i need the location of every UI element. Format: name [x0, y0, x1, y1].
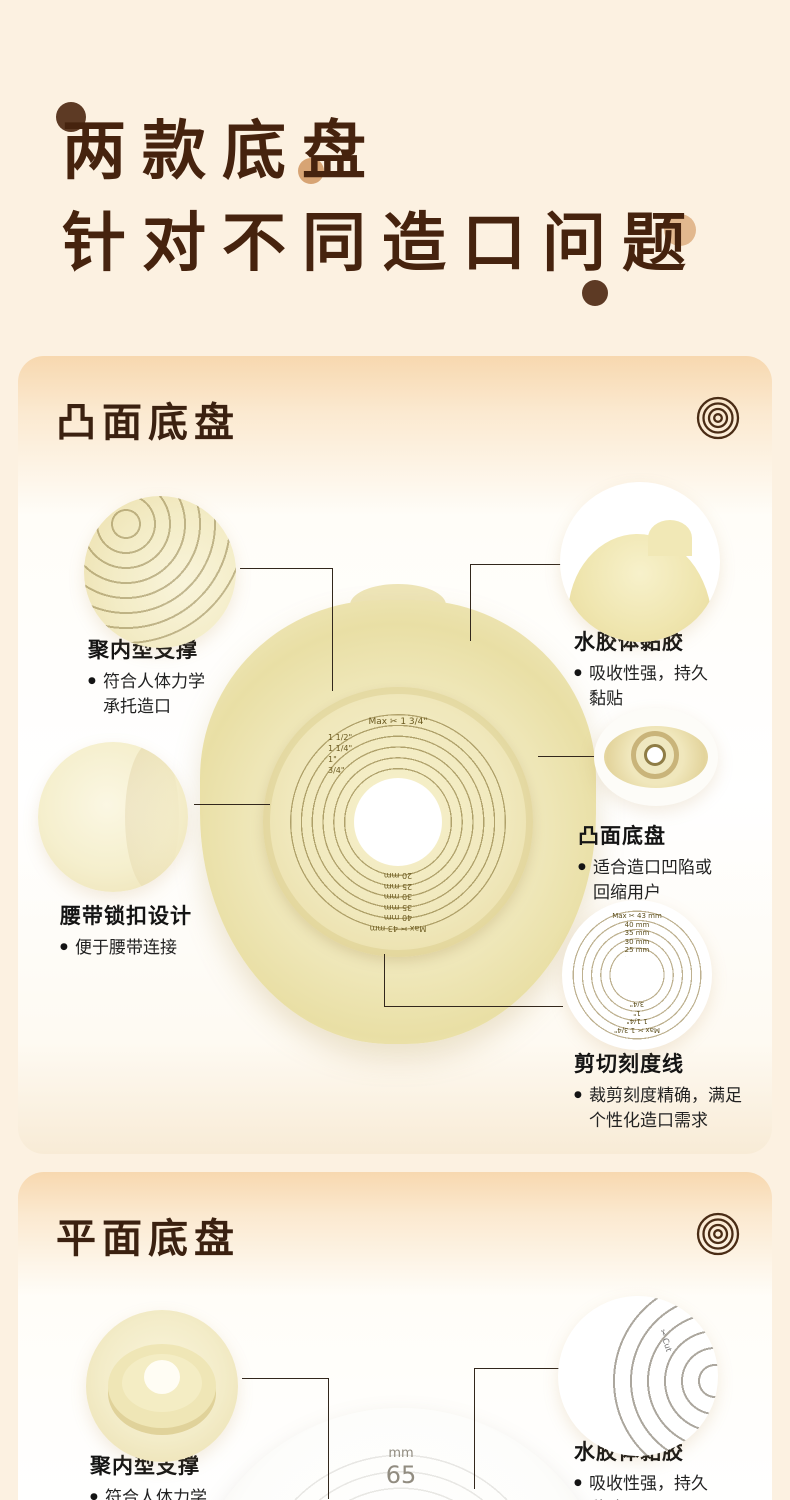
connector-line — [538, 756, 596, 757]
decor-dot — [582, 280, 608, 306]
hydrocolloid-photo — [560, 482, 720, 642]
feature-label: 剪切刻度线 — [574, 1052, 684, 1076]
spiral-icon — [696, 1212, 740, 1256]
scale-mark: 1 1/4" — [626, 1017, 648, 1026]
scale-mark: 25 mm — [624, 946, 650, 954]
plate-mark: 20 mm — [383, 871, 413, 881]
decor-dot — [664, 214, 696, 246]
feature-label: 凸面底盘 — [578, 824, 666, 848]
hero-title-line-1: 两款底盘 — [62, 114, 382, 189]
plate-mark: 35 mm — [383, 903, 413, 912]
cut-scale-photo: Max ✂ 43 mm 40 mm 35 mm 30 mm 25 mm 20 m… — [562, 900, 712, 1050]
flat-plate-size: 65 — [385, 1461, 417, 1489]
convex-baseplate-image: Max ✂ 1 3/4" 1 1/2" 1 1/4" 1" 3/4" Max ✂… — [200, 582, 596, 1060]
scale-mark: 1" — [633, 1009, 641, 1017]
connector-line — [194, 804, 270, 805]
feature-hydrocolloid: ✂ Cut 水胶体黏胶 吸收性强，持久 黏贴 — [558, 1296, 768, 1500]
flat-card-title: 平面底盘 — [56, 1215, 240, 1262]
feature-desc: 符合人体力学 承托造口 — [88, 670, 294, 719]
connector-line — [470, 564, 561, 641]
feature-desc: 符合人体力学 承托造口 — [90, 1486, 296, 1500]
plate-mark: 25 mm — [383, 882, 413, 891]
connector-line — [240, 568, 333, 691]
plate-marks-mm: Max ✂ 43 mm 40 mm 35 mm 30 mm 25 mm 20 m… — [351, 870, 445, 934]
hydrocolloid-photo: ✂ Cut — [558, 1296, 718, 1456]
flat-plate-unit: mm — [388, 1446, 414, 1461]
feature-hydrocolloid: 水胶体黏胶 吸收性强，持久 黏贴 — [560, 482, 770, 711]
plate-mark: 3/4" — [328, 766, 345, 775]
feature-desc: 吸收性强，持久 黏贴 — [574, 1472, 768, 1500]
plate-mark: 40 mm — [383, 913, 413, 923]
feature-convex-base: 凸面底盘 适合造口凹陷或 回缩用户 — [578, 708, 772, 905]
convex-base-photo — [594, 708, 718, 806]
feature-desc: 便于腰带连接 — [60, 936, 248, 961]
decor-dot — [298, 158, 324, 184]
spiral-icon — [696, 396, 740, 440]
hero-heading: 两款底盘 针对不同造口问题 — [62, 106, 702, 290]
convex-card-title: 凸面底盘 — [56, 399, 240, 446]
connector-line — [242, 1378, 329, 1499]
flat-plate-size-mark: mm 65 — [326, 1446, 476, 1488]
plate-mark: 1" — [328, 755, 337, 764]
scale-hole — [615, 953, 659, 997]
scale-mark: 30 mm — [624, 937, 650, 946]
plate-mark-inch-max: Max ✂ 1 3/4" — [368, 717, 428, 727]
feature-desc: 吸收性强，持久 黏贴 — [574, 662, 770, 711]
scale-mark: Max ✂ 1 3/4" — [614, 1026, 660, 1034]
support-photo — [84, 496, 236, 648]
scale-mark: 35 mm — [624, 929, 650, 937]
feature-support: 聚内型支撑 符合人体力学 承托造口 — [86, 1310, 296, 1500]
connector-line — [384, 954, 563, 1007]
convex-baseplate-card: 凸面底盘 Max ✂ 1 3/4" 1 1/2" 1 1/4" 1" 3/4" … — [18, 356, 772, 1154]
feature-desc: 裁剪刻度精确，满足 个性化造口需求 — [574, 1084, 772, 1133]
plate-mark: 1 1/4" — [328, 744, 353, 753]
belt-lock-photo — [38, 742, 188, 892]
support-hole — [144, 1360, 180, 1394]
hero-title-line-2: 针对不同造口问题 — [62, 206, 702, 282]
scale-mark: 40 mm — [624, 920, 650, 929]
plate-stoma-hole — [354, 778, 442, 866]
support-photo — [86, 1310, 238, 1462]
mini-hole — [644, 744, 666, 766]
feature-support: 聚内型支撑 符合人体力学 承托造口 — [84, 496, 294, 719]
flat-baseplate-card: 平面底盘 mm 65 聚内型支撑 符合人体力学 承托造口 — [18, 1172, 772, 1500]
support-photo-rings — [84, 496, 236, 644]
feature-label: 腰带锁扣设计 — [60, 904, 192, 928]
plate-mark: 30 mm — [383, 892, 413, 902]
feature-cut-scale: Max ✂ 43 mm 40 mm 35 mm 30 mm 25 mm 20 m… — [562, 900, 772, 1133]
hydrocolloid-bump — [648, 520, 692, 556]
connector-line — [474, 1368, 559, 1489]
feature-belt-lock: 腰带锁扣设计 便于腰带连接 — [38, 742, 248, 961]
plate-mark: 1 1/2" — [328, 733, 353, 742]
feature-desc: 适合造口凹陷或 回缩用户 — [578, 856, 772, 905]
hydrocolloid-arcs — [610, 1296, 718, 1456]
scale-inch-marks: Max ✂ 1 3/4" 1 1/4" 1" 3/4" — [597, 1000, 677, 1035]
scale-mark: Max ✂ 43 mm — [612, 912, 662, 920]
scale-mark: 3/4" — [629, 1000, 645, 1009]
plate-marks-inch: 1 1/2" 1 1/4" 1" 3/4" — [328, 732, 352, 776]
plate-mark: Max ✂ 43 mm — [369, 924, 427, 933]
decor-dot — [56, 102, 86, 132]
